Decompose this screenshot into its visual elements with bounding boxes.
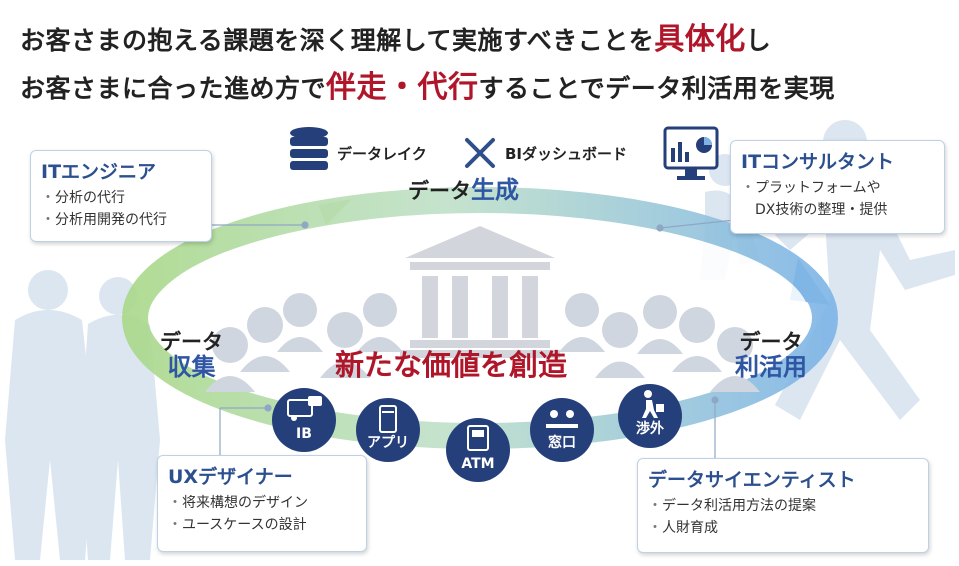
stage-collect: データ 収集 xyxy=(160,330,223,382)
role-ux-designer: UXデザイナー 将来構想のデザイン ユースケースの設計 xyxy=(157,455,367,552)
role-item: 分析用開発の代行 xyxy=(41,209,201,231)
headline-line-1: お客さまの抱える課題を深く理解して実施すべきことを具体化し xyxy=(20,14,771,58)
role-item: データ利活用方法の提案 xyxy=(648,495,918,517)
channel-ib: IB xyxy=(272,388,336,452)
headline-emphasis: 具体化 xyxy=(654,22,746,57)
dashboard-icon xyxy=(663,126,719,180)
channel-label: IB xyxy=(296,426,312,442)
role-item: プラットフォームや xyxy=(741,177,934,199)
atm-icon xyxy=(467,425,489,451)
stage-utilize-word: 利活用 xyxy=(735,353,807,382)
smartphone-app-icon xyxy=(379,405,397,433)
sales-visit-icon xyxy=(642,390,664,418)
database-icon xyxy=(290,127,328,170)
online-banking-icon xyxy=(287,396,322,421)
headline-text: することでデータ利活用を実現 xyxy=(478,74,835,103)
datalake-label: データレイク xyxy=(337,145,427,163)
role-it-engineer: ITエンジニア 分析の代行 分析用開発の代行 xyxy=(30,150,212,242)
role-title: ITコンサルタント xyxy=(741,151,895,173)
stage-generate: データ生成 xyxy=(408,176,519,205)
channel-counter: 窓口 xyxy=(530,398,594,462)
center-message: 新たな価値を創造 xyxy=(335,348,568,382)
headline-text: し xyxy=(745,26,772,55)
role-item: ユースケースの設計 xyxy=(168,514,356,536)
role-it-consultant: ITコンサルタント プラットフォームや DX技術の整理・提供 xyxy=(730,140,945,234)
stage-generate-word: 生成 xyxy=(471,176,519,204)
channel-label: 窓口 xyxy=(548,435,576,451)
role-title: UXデザイナー xyxy=(168,466,293,488)
bank-icon xyxy=(400,226,560,358)
channel-label: ATM xyxy=(461,456,495,472)
stage-utilize-prefix: データ xyxy=(739,330,803,354)
bi-dashboard-label: BIダッシュボード xyxy=(505,145,628,163)
role-item: DX技術の整理・提供 xyxy=(755,202,888,218)
counter-icon xyxy=(546,410,578,428)
headline-emphasis: 伴走・代行 xyxy=(326,70,479,105)
role-title: ITエンジニア xyxy=(41,161,157,183)
channel-label: 渉外 xyxy=(636,421,664,437)
headline-text: お客さまの抱える課題を深く理解して実施すべきことを xyxy=(20,26,655,55)
stage-collect-prefix: データ xyxy=(160,330,223,354)
channel-sales: 渉外 xyxy=(618,384,682,448)
role-item: 分析の代行 xyxy=(41,187,201,209)
audience-icon xyxy=(205,293,760,392)
stage-generate-prefix: データ xyxy=(408,179,471,203)
role-item: 将来構想のデザイン xyxy=(168,492,356,514)
cross-icon xyxy=(465,138,495,168)
stage-utilize: データ 利活用 xyxy=(735,330,807,382)
connector-lines xyxy=(210,219,736,458)
headline-text: お客さまに合った進め方で xyxy=(20,74,327,103)
channel-label: アプリ xyxy=(367,435,409,451)
stage-collect-word: 収集 xyxy=(167,353,216,382)
role-data-scientist: データサイエンティスト データ利活用方法の提案 人財育成 xyxy=(637,458,929,553)
ring-arrow-top-icon xyxy=(318,199,352,225)
headline-line-2: お客さまに合った進め方で伴走・代行することでデータ利活用を実現 xyxy=(20,62,835,106)
role-title: データサイエンティスト xyxy=(648,469,856,491)
channel-app: アプリ xyxy=(356,398,420,462)
channel-atm: ATM xyxy=(446,418,510,482)
role-item: 人財育成 xyxy=(648,517,918,539)
